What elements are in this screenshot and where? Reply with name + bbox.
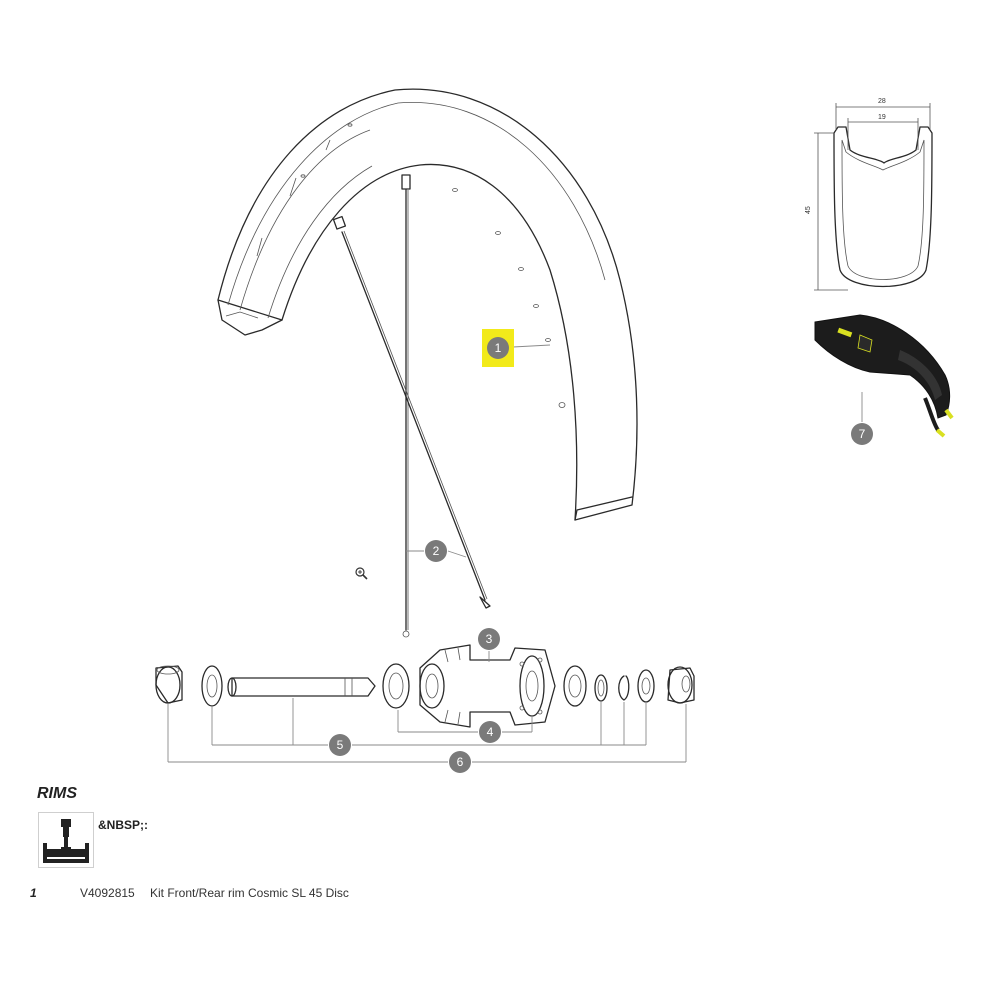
part-description: Kit Front/Rear rim Cosmic SL 45 Disc: [150, 886, 349, 900]
rim-profile-section: 28 19 45: [805, 98, 933, 291]
parts-list-row[interactable]: 1 V4092815 Kit Front/Rear rim Cosmic SL …: [30, 886, 630, 904]
dimension-inner-width: 19: [878, 114, 886, 121]
seal-ring[interactable]: [637, 669, 655, 703]
callout-number: 3: [486, 632, 493, 646]
callout-number: 5: [337, 738, 344, 752]
callout-6[interactable]: 6: [449, 751, 471, 773]
circlip[interactable]: [618, 675, 630, 701]
tire-drawing[interactable]: [814, 314, 954, 438]
callout-2[interactable]: 2: [425, 540, 447, 562]
dimension-outer-width: 28: [878, 98, 886, 105]
tubeless-valve-icon: [38, 812, 94, 868]
callout-number: 4: [487, 725, 494, 739]
callout-3[interactable]: 3: [478, 628, 500, 650]
part-reference: V4092815: [80, 886, 135, 900]
callout-number: 6: [457, 755, 464, 769]
leader-lines: [167, 344, 863, 763]
hub-body[interactable]: [419, 644, 556, 728]
callout-number: 2: [433, 544, 440, 558]
callout-5[interactable]: 5: [329, 734, 351, 756]
section-title: RIMS: [37, 785, 77, 802]
hub-bearing-left[interactable]: [382, 663, 410, 709]
rim-spoke-holes: [300, 123, 566, 408]
spokes-drawing[interactable]: [332, 174, 491, 638]
axle[interactable]: [227, 677, 376, 697]
callout-1[interactable]: 1: [482, 329, 514, 367]
hub-bearing-right[interactable]: [563, 665, 587, 707]
right-end-cap[interactable]: [667, 666, 695, 704]
rim-drawing[interactable]: [217, 88, 638, 521]
dimension-depth: 45: [805, 206, 812, 214]
callout-number: 1: [495, 341, 502, 355]
hub-assembly[interactable]: [155, 644, 695, 728]
callout-number: 7: [859, 427, 866, 441]
callout-4[interactable]: 4: [479, 721, 501, 743]
callout-7[interactable]: 7: [851, 423, 873, 445]
part-number: 1: [30, 886, 37, 900]
zoom-in-icon[interactable]: [355, 567, 368, 580]
valve-note: &NBSP;:: [98, 818, 148, 832]
left-bearing[interactable]: [201, 665, 223, 707]
spacer-ring[interactable]: [594, 674, 608, 702]
left-end-cap[interactable]: [155, 665, 183, 704]
